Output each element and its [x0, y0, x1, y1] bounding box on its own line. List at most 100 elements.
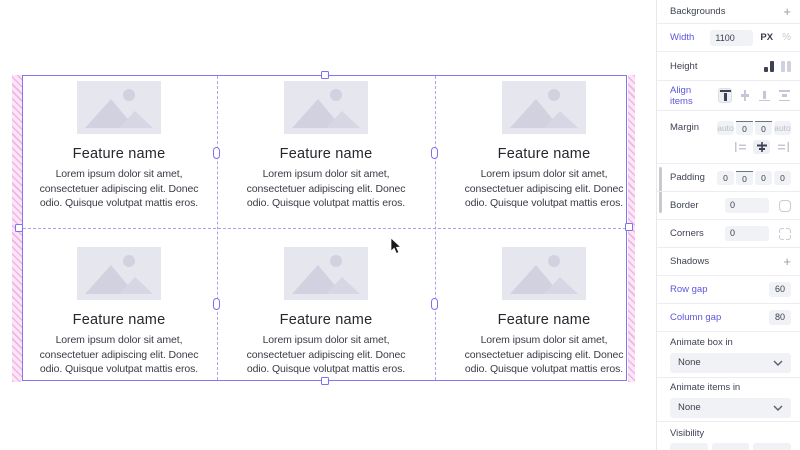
column-gap-input[interactable]: 80 [769, 310, 791, 325]
image-placeholder-icon [502, 247, 586, 300]
image-placeholder-icon [502, 81, 586, 134]
row-padding: Padding 0 0 0 0 [657, 164, 800, 192]
feature-title: Feature name [497, 146, 591, 162]
row-visibility: Visibility [657, 422, 800, 450]
row-row-gap: Row gap 60 [657, 276, 800, 304]
row-height: Height [657, 52, 800, 81]
padding-top-input[interactable]: 0 [736, 170, 753, 185]
row-align-items: Align items [657, 81, 800, 111]
row-shadows: Shadows + [657, 248, 800, 276]
height-hug-icon[interactable] [764, 60, 774, 72]
feature-body: Lorem ipsum dolor sit amet,consectetuer … [464, 168, 624, 210]
feature-body: Lorem ipsum dolor sit amet,consectetuer … [246, 168, 406, 210]
shadows-label: Shadows [670, 256, 710, 267]
animate-box-select[interactable]: None [670, 352, 791, 373]
margin-align-right-icon[interactable] [774, 140, 791, 154]
feature-title: Feature name [72, 312, 166, 328]
align-stretch-icon[interactable] [777, 88, 791, 103]
align-center-icon[interactable] [738, 88, 752, 103]
margin-right-input[interactable]: auto [774, 120, 791, 135]
padding-bottom-input[interactable]: 0 [755, 170, 772, 185]
border-sides-icon[interactable] [779, 199, 791, 212]
feature-card[interactable]: Feature name Lorem ipsum dolor sit amet,… [33, 247, 205, 377]
feature-card[interactable]: Feature name Lorem ipsum dolor sit amet,… [240, 247, 412, 377]
corner-select-icon[interactable] [779, 227, 791, 240]
mouse-cursor-icon [390, 237, 402, 260]
margin-align-center-icon[interactable] [753, 139, 770, 154]
height-fill-icon[interactable] [781, 60, 791, 72]
margin-bottom-input[interactable]: 0 [755, 120, 772, 135]
row-gap-label: Row gap [670, 284, 708, 295]
visibility-label: Visibility [670, 428, 705, 439]
backgrounds-label: Backgrounds [670, 6, 726, 17]
gap-handle-col2-row1[interactable] [431, 147, 438, 159]
border-width-input[interactable]: 0 [725, 198, 769, 213]
feature-title: Feature name [279, 312, 373, 328]
add-background-button[interactable]: + [783, 4, 791, 19]
margin-left-input[interactable]: auto [717, 120, 734, 135]
row-corners: Corners 0 [657, 220, 800, 248]
margin-align-left-icon[interactable] [732, 140, 749, 154]
visibility-desktop-button[interactable] [670, 443, 708, 450]
align-top-icon[interactable] [718, 88, 733, 103]
feature-card[interactable]: Feature name Lorem ipsum dolor sit amet,… [240, 81, 412, 211]
feature-title: Feature name [497, 312, 591, 328]
feature-card[interactable]: Feature name Lorem ipsum dolor sit amet,… [33, 81, 205, 211]
row-width: Width 1100 PX % [657, 24, 800, 52]
image-placeholder-icon [284, 81, 368, 134]
gap-handle-col1-row2[interactable] [213, 298, 220, 310]
animate-items-label: Animate items in [670, 381, 741, 393]
feature-card[interactable]: Feature name Lorem ipsum dolor sit amet,… [458, 247, 630, 377]
column-gap-label: Column gap [670, 312, 722, 323]
feature-body: Lorem ipsum dolor sit amet,consectetuer … [39, 168, 199, 210]
row-animate-items: Animate items in None [657, 378, 800, 422]
animate-items-value: None [678, 402, 701, 413]
margin-top-input[interactable]: 0 [736, 120, 753, 135]
selected-grid-container[interactable]: Feature name Lorem ipsum dolor sit amet,… [11, 71, 635, 385]
feature-title: Feature name [279, 146, 373, 162]
panel-scrollbar[interactable] [659, 167, 662, 213]
chevron-down-icon [773, 360, 783, 366]
add-shadow-button[interactable]: + [783, 254, 791, 269]
align-items-label: Align items [670, 84, 693, 107]
row-border: Border 0 [657, 192, 800, 220]
row-margin: Margin auto 0 0 auto [657, 111, 800, 164]
image-placeholder-icon [284, 247, 368, 300]
unit-px-button[interactable]: PX [760, 32, 774, 43]
gap-handle-col1-row1[interactable] [213, 147, 220, 159]
resize-handle-right[interactable] [625, 223, 633, 231]
gap-handle-col2-row2[interactable] [431, 298, 438, 310]
padding-left-input[interactable]: 0 [717, 170, 734, 185]
width-input[interactable]: 1100 [710, 29, 754, 46]
feature-body: Lorem ipsum dolor sit amet,consectetuer … [464, 334, 624, 376]
grid-row-divider [23, 228, 626, 229]
row-gap-input[interactable]: 60 [769, 282, 791, 297]
margin-label: Margin [670, 122, 700, 133]
corner-radius-input[interactable]: 0 [725, 226, 769, 241]
image-placeholder-icon [77, 247, 161, 300]
border-label: Border [670, 200, 699, 211]
corners-label: Corners [670, 228, 704, 239]
resize-handle-left[interactable] [15, 224, 23, 232]
padding-right-input[interactable]: 0 [774, 170, 791, 185]
feature-card[interactable]: Feature name Lorem ipsum dolor sit amet,… [458, 81, 630, 211]
image-placeholder-icon [77, 81, 161, 134]
resize-handle-bottom[interactable] [321, 377, 329, 385]
visibility-mobile-button[interactable] [753, 443, 792, 450]
feature-body: Lorem ipsum dolor sit amet,consectetuer … [39, 334, 199, 376]
feature-title: Feature name [72, 146, 166, 162]
row-animate-box: Animate box in None [657, 332, 800, 378]
animate-box-value: None [678, 357, 701, 368]
animate-items-select[interactable]: None [670, 397, 791, 418]
row-backgrounds: Backgrounds + [657, 0, 800, 24]
unit-percent-button[interactable]: % [782, 32, 791, 43]
align-bottom-icon[interactable] [758, 88, 772, 103]
row-column-gap: Column gap 80 [657, 304, 800, 332]
visibility-tablet-button[interactable] [711, 443, 750, 450]
height-label: Height [670, 60, 698, 72]
resize-handle-top[interactable] [321, 71, 329, 79]
properties-panel: Backgrounds + Width 1100 PX % Height [656, 0, 800, 450]
padding-label: Padding [670, 172, 705, 183]
feature-body: Lorem ipsum dolor sit amet,consectetuer … [246, 334, 406, 376]
